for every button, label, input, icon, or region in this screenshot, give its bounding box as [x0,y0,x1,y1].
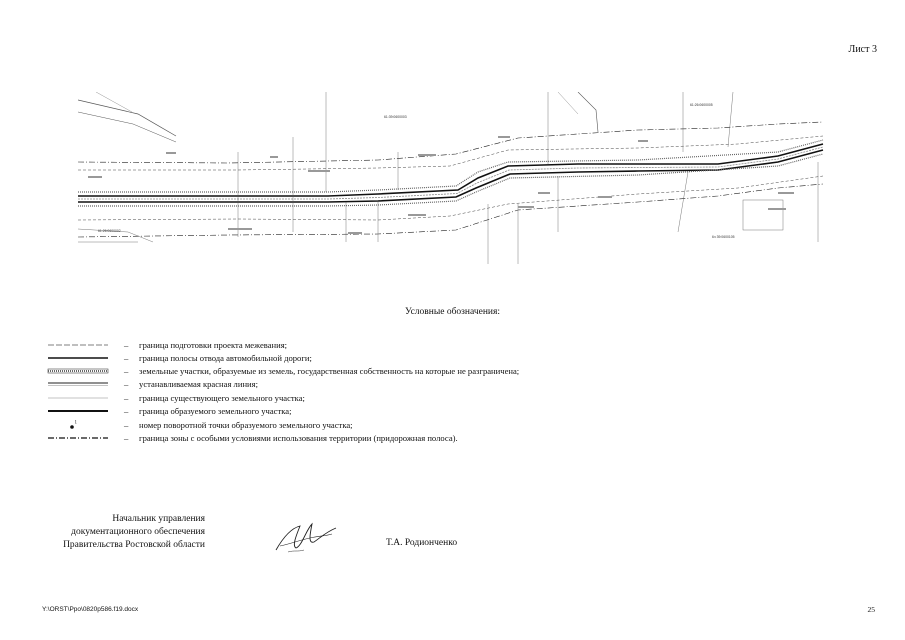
file-path: Y:\ORST\Ppo\0820p586.f19.docx [42,606,139,613]
district-label: 61:26:0600002 [98,229,121,233]
position-line: Правительства Ростовской области [63,540,205,550]
signer-name: Т.А. Родионченко [386,538,458,548]
position-line: Начальник управления [112,514,205,524]
legend-item: – граница зоны с особыми условиями испол… [46,431,866,445]
page-number: 25 [867,605,876,614]
district-label: 61:39:0600003 [384,115,407,119]
legend-item: 1 – номер поворотной точки образуемого з… [46,418,866,432]
legend-item-text: – номер поворотной точки образуемого зем… [124,420,353,430]
district-label: 61:26:0600005 [690,103,713,107]
road-plan-drawing: 61:26:0600005 61:26:0600002 61:39:060000… [78,92,824,264]
legend-title: Условные обозначения: [404,307,500,317]
existing-plot-line-icon [48,397,108,399]
legend-item: – граница подготовки проекта межевания; [46,338,866,352]
legend-item-text: – граница образуемого земельного участка… [124,406,292,416]
legend-item-text: – устанавливаемая красная линия; [124,379,258,389]
turning-point-icon: 1 [70,421,78,429]
svg-text:1: 1 [75,421,78,426]
roadside-zone-line-icon [48,437,108,439]
handwritten-signature [275,522,337,553]
district-label: 6ч 39:0600105 [712,235,735,239]
right-of-way-line-icon [48,357,108,359]
legend-item: – устанавливаемая красная линия; [46,377,866,391]
signatory-position: Начальник управления документационного о… [0,513,205,552]
legend-item: – граница образуемого земельного участка… [46,404,866,418]
red-line-icon [48,382,108,386]
position-line: документационного обеспечения [71,527,205,537]
legend-item-text: – земельные участки, образуемые из земел… [124,366,520,376]
boundary-project-line-icon [48,344,108,346]
legend-item-text: – граница полосы отвода автомобильной до… [124,353,312,363]
sheet-label: Лист 3 [848,44,877,55]
legend-item: – земельные участки, образуемые из земел… [46,364,866,378]
legend-item: – граница существующего земельного участ… [46,391,866,405]
legend-item-text: – граница существующего земельного участ… [124,393,305,403]
hatched-land-plots-icon [47,368,109,374]
new-plot-line-icon [48,410,108,412]
legend-item-text: – граница подготовки проекта межевания; [124,340,288,350]
legend-item-text: – граница зоны с особыми условиями испол… [124,433,458,443]
legend-item: – граница полосы отвода автомобильной до… [46,351,866,365]
